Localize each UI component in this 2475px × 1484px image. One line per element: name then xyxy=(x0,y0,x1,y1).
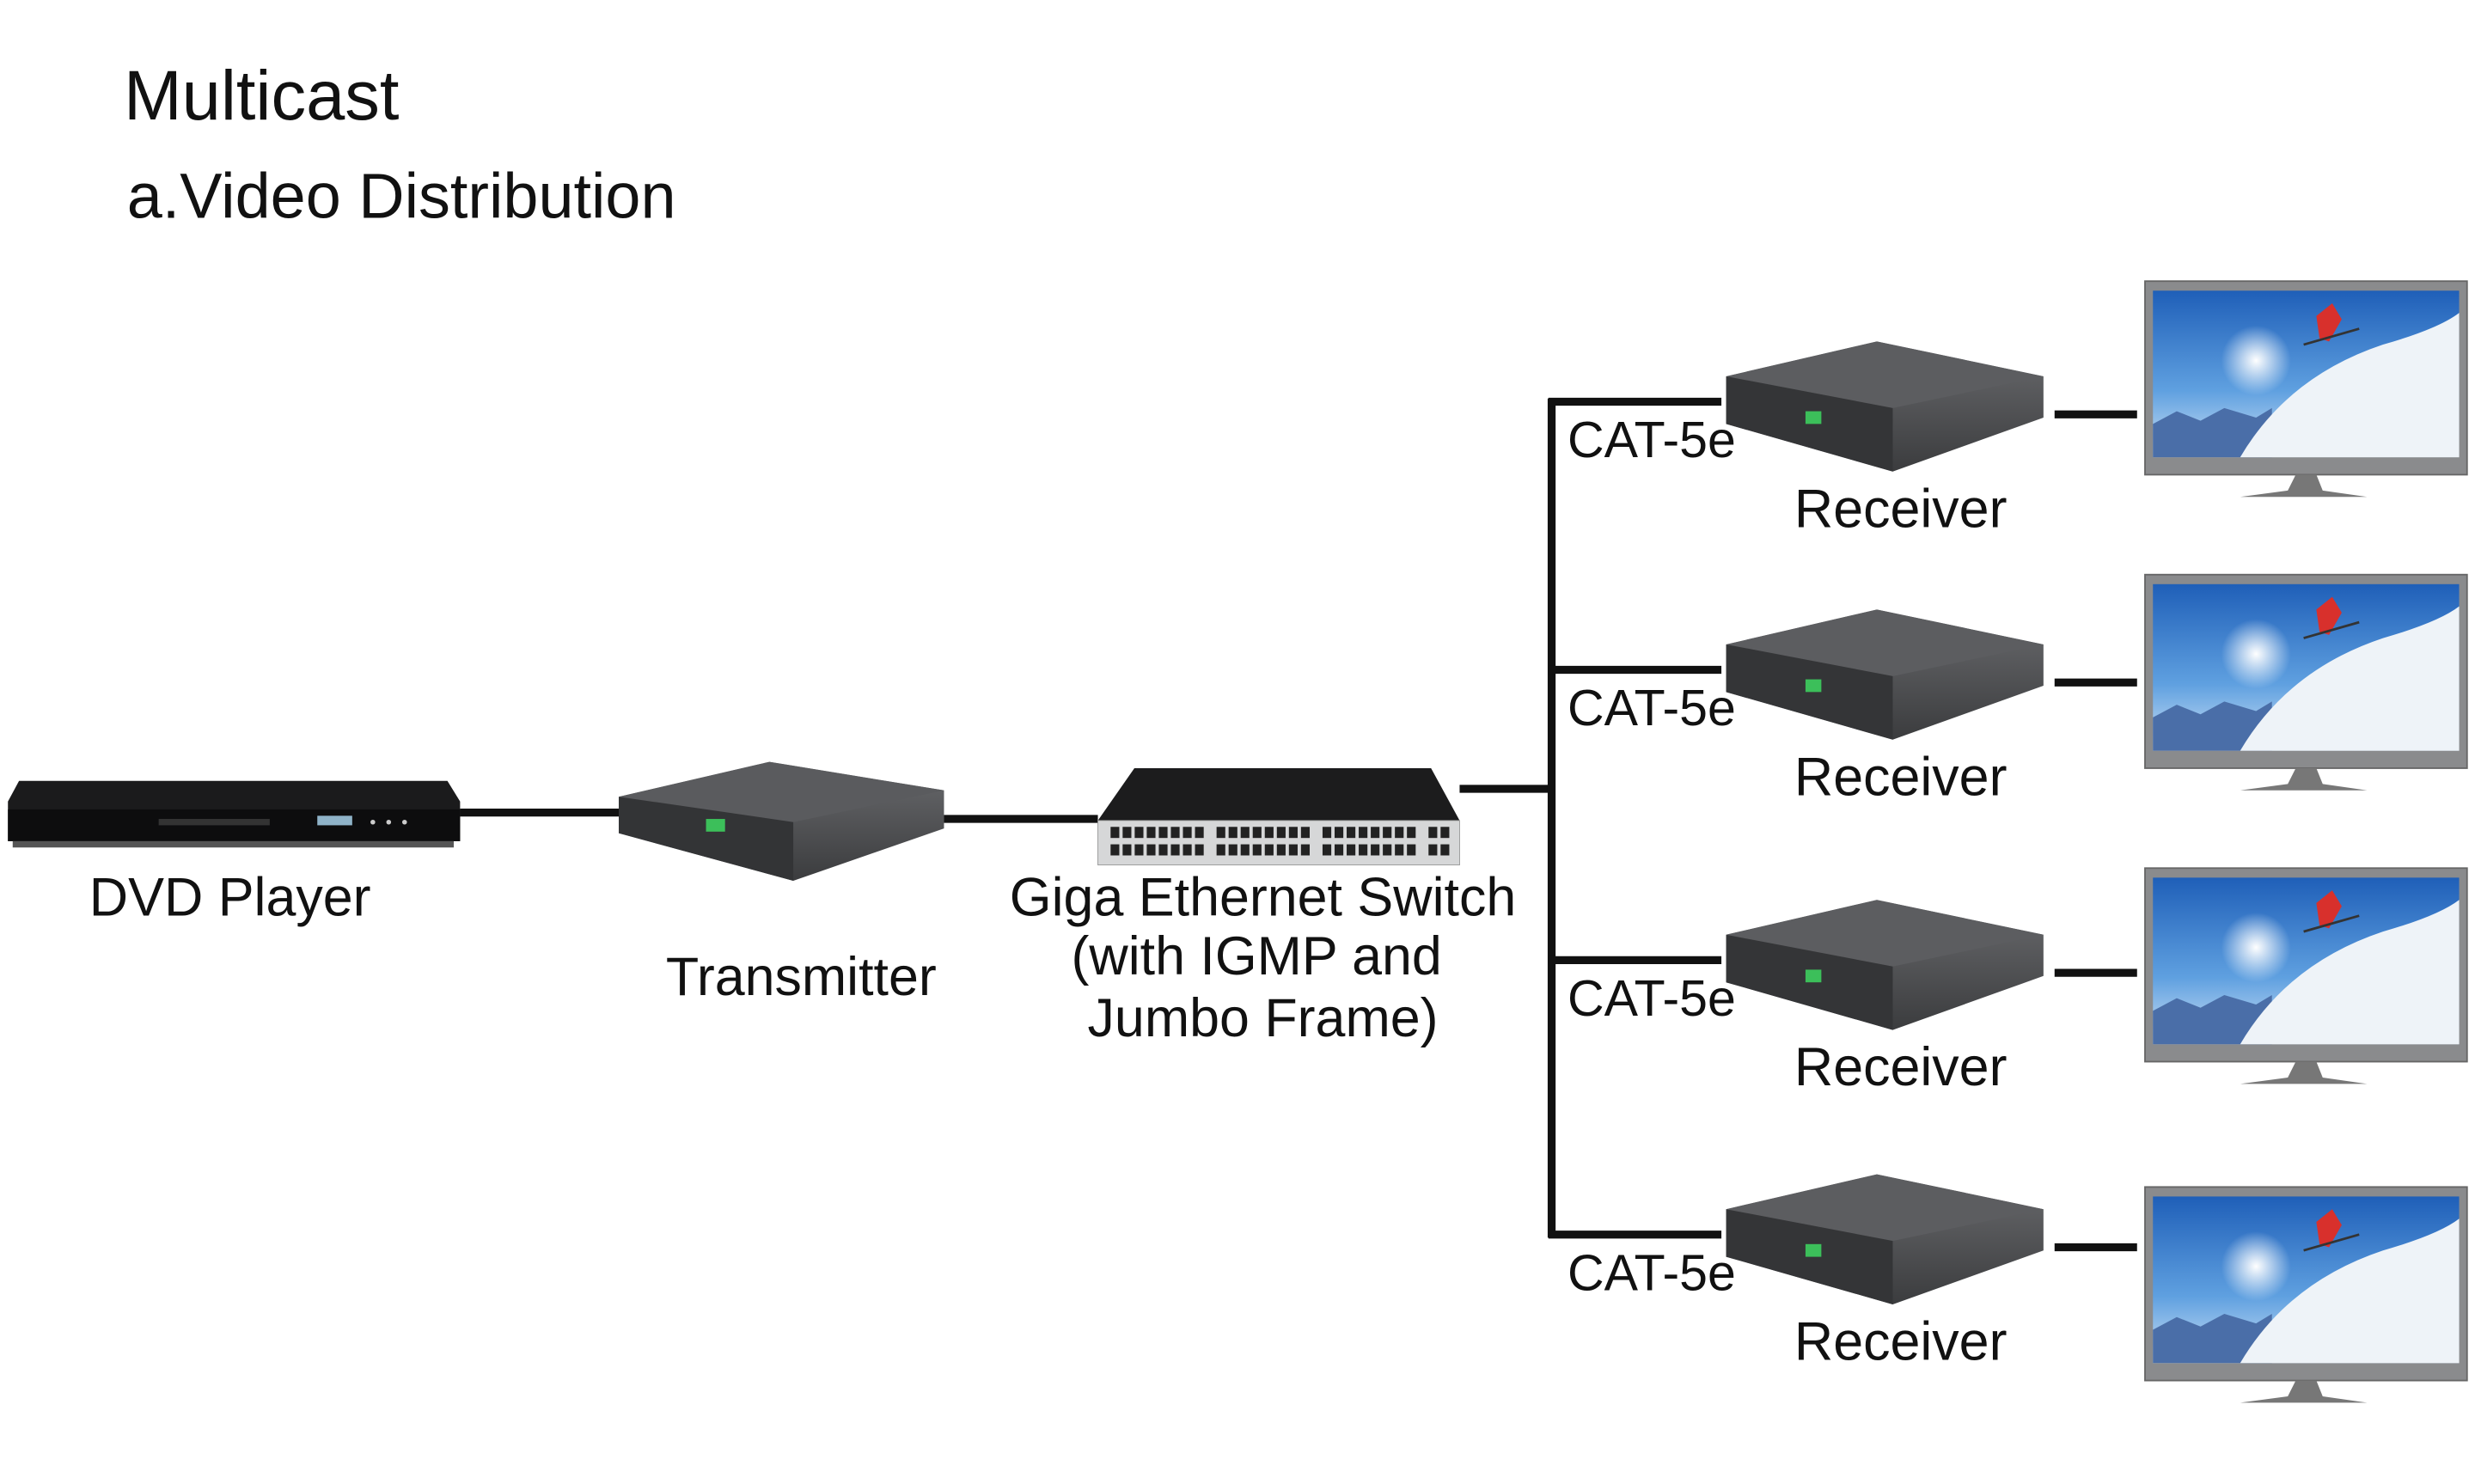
cable-label: CAT-5e xyxy=(1568,970,1736,1027)
switch-port xyxy=(1407,827,1416,839)
cable-label: CAT-5e xyxy=(1568,680,1736,736)
switch-port xyxy=(1240,827,1250,839)
switch-port xyxy=(1428,827,1438,839)
receiver-icon xyxy=(1726,609,2044,740)
switch-port xyxy=(1122,844,1132,856)
switch-port xyxy=(1300,827,1310,839)
switch-port xyxy=(1276,827,1286,839)
cable-label: CAT-5e xyxy=(1568,412,1736,468)
transmitter-icon xyxy=(619,761,944,882)
dvd-player-icon xyxy=(8,780,461,848)
switch-port xyxy=(1216,827,1225,839)
tv-stand xyxy=(2240,1380,2368,1403)
switch-port xyxy=(1276,844,1286,856)
receiver-icon xyxy=(1726,341,2044,472)
switch-label-line-2: (with IGMP and xyxy=(1072,926,1442,986)
switch-port xyxy=(1371,844,1380,856)
switch-port xyxy=(1158,844,1168,856)
switch-port xyxy=(1252,844,1262,856)
receiver-label: Receiver xyxy=(1794,1037,2008,1097)
tv-monitor-icon xyxy=(2144,1186,2468,1403)
switch-port xyxy=(1170,844,1180,856)
tv-monitor-icon xyxy=(2144,573,2468,791)
switch-port xyxy=(1264,844,1274,856)
switch-label-line-1: Giga Ethernet Switch xyxy=(1010,868,1516,928)
switch-port xyxy=(1334,827,1344,839)
receiver-icon xyxy=(1726,900,2044,1030)
switch-port xyxy=(1170,827,1180,839)
switch-port xyxy=(1347,827,1356,839)
switch-port xyxy=(1146,844,1156,856)
tv-stand xyxy=(2240,474,2368,498)
switch-port xyxy=(1440,844,1450,856)
skier-figure xyxy=(2316,1209,2342,1248)
switch-port xyxy=(1359,844,1368,856)
switch-port xyxy=(1428,844,1438,856)
switch-port xyxy=(1252,827,1262,839)
switch-port xyxy=(1195,844,1204,856)
switch-port xyxy=(1407,844,1416,856)
switch-port xyxy=(1240,844,1250,856)
switch-port xyxy=(1110,844,1120,856)
receiver-label: Receiver xyxy=(1794,1312,2008,1372)
switch-port xyxy=(1134,827,1144,839)
tv-stand xyxy=(2240,1061,2368,1084)
switch-port xyxy=(1288,844,1298,856)
switch-port xyxy=(1228,827,1238,839)
receiver-label: Receiver xyxy=(1794,479,2008,539)
receiver-label: Receiver xyxy=(1794,747,2008,807)
skier-figure xyxy=(2316,303,2342,342)
skier-figure xyxy=(2316,596,2342,635)
switch-port xyxy=(1347,844,1356,856)
receiver-icon xyxy=(1726,1174,2044,1304)
switch-port xyxy=(1228,844,1238,856)
switch-port xyxy=(1288,827,1298,839)
dvd-player-label: DVD Player xyxy=(89,868,371,928)
tv-monitor-icon xyxy=(2144,280,2468,498)
switch-port xyxy=(1371,827,1380,839)
network-switch-icon xyxy=(1097,767,1460,866)
tv-monitor-icon xyxy=(2144,867,2468,1084)
switch-port xyxy=(1110,827,1120,839)
switch-port xyxy=(1216,844,1225,856)
switch-port xyxy=(1158,827,1168,839)
switch-port xyxy=(1322,827,1332,839)
switch-port xyxy=(1182,844,1192,856)
switch-port xyxy=(1182,827,1192,839)
switch-port xyxy=(1122,827,1132,839)
switch-label-line-3: Jumbo Frame) xyxy=(1088,988,1439,1048)
switch-port xyxy=(1334,844,1344,856)
switch-port xyxy=(1300,844,1310,856)
switch-port xyxy=(1264,827,1274,839)
transmitter-label: Transmitter xyxy=(666,947,937,1007)
switch-port xyxy=(1195,827,1204,839)
skier-figure xyxy=(2316,890,2342,929)
switch-port xyxy=(1134,844,1144,856)
diagram-subtitle: a.Video Distribution xyxy=(127,160,676,231)
switch-port xyxy=(1146,827,1156,839)
switch-port xyxy=(1383,827,1392,839)
switch-port xyxy=(1383,844,1392,856)
switch-port xyxy=(1395,844,1404,856)
switch-port xyxy=(1359,827,1368,839)
tv-stand xyxy=(2240,767,2368,791)
cable-label: CAT-5e xyxy=(1568,1244,1736,1301)
switch-port xyxy=(1395,827,1404,839)
switch-port xyxy=(1322,844,1332,856)
switch-port xyxy=(1440,827,1450,839)
diagram-title: Multicast xyxy=(124,57,399,135)
